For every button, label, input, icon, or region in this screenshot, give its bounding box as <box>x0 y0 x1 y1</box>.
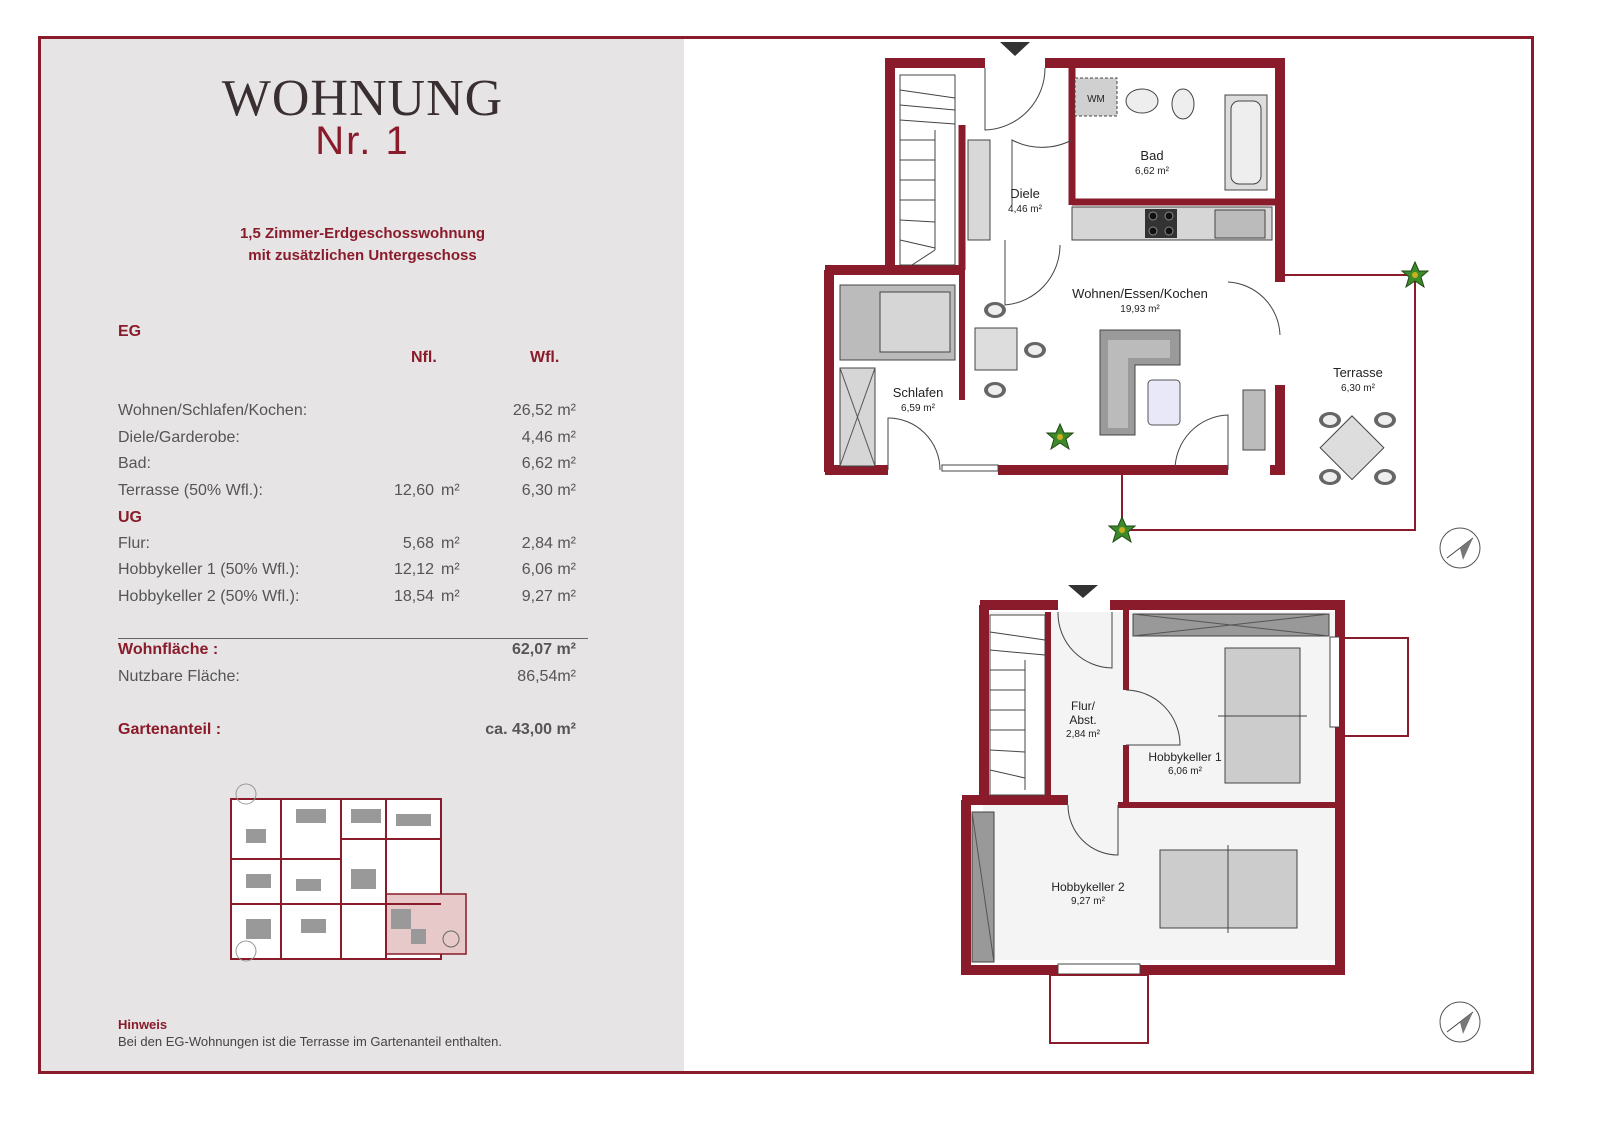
terrace-border <box>1121 274 1416 531</box>
entrance-arrow-eg <box>1000 42 1030 56</box>
wardrobe <box>967 139 991 241</box>
room-wohnen-area: 19,93 m² <box>1120 304 1160 315</box>
room-hk1: Hobbykeller 1 <box>1148 750 1222 764</box>
entrance-door <box>984 67 1046 131</box>
divider <box>118 638 588 639</box>
row-wfl: 4,46 m² <box>521 429 576 446</box>
kitchen-sink <box>1214 209 1266 239</box>
row-label: Terrasse (50% Wfl.): <box>118 482 263 499</box>
room-flur: Flur/ <box>1071 699 1096 713</box>
terrace-door <box>1227 281 1281 336</box>
coffee-table <box>1147 379 1181 426</box>
light-well <box>1049 974 1149 1044</box>
row-nfl-unit: m² <box>441 561 460 578</box>
dining-table <box>974 327 1018 371</box>
room-terrasse: Terrasse <box>1333 365 1383 380</box>
hinweis-text: Bei den EG-Wohnungen ist die Terrasse im… <box>118 1034 502 1049</box>
staircase-eg <box>899 74 956 266</box>
row-label: Flur: <box>118 535 150 552</box>
row-wfl: 6,30 m² <box>521 482 576 499</box>
north-compass-icon <box>1439 1001 1481 1043</box>
row-nfl: 18,54 <box>393 588 434 605</box>
toilet <box>1171 88 1195 120</box>
row-label: Hobbykeller 1 (50% Wfl.): <box>118 561 300 578</box>
page-title: WOHNUNG <box>221 70 504 127</box>
entrance-arrow-ug <box>1068 585 1098 598</box>
eg-label: EG <box>118 323 142 340</box>
room-hk1-area: 6,06 m² <box>1168 766 1203 777</box>
nutzbar-value: 86,54m² <box>517 668 576 685</box>
row-nfl: 12,60 <box>393 482 434 499</box>
room-bad-area: 6,62 m² <box>1135 166 1170 177</box>
row-wfl: 2,84 m² <box>521 535 576 552</box>
window <box>1057 963 1141 975</box>
chair <box>1024 342 1046 358</box>
wohnflaeche-label: Wohnfläche : <box>118 641 219 658</box>
nutzbar-label: Nutzbare Fläche: <box>118 668 240 685</box>
wohnflaeche-value: 62,07 m² <box>511 641 576 658</box>
wm-label: WM <box>1087 94 1105 105</box>
window <box>1329 636 1341 728</box>
row-nfl: 5,68 <box>402 535 434 552</box>
room-schlafen: Schlafen <box>893 385 944 400</box>
chair <box>984 302 1006 318</box>
row-label: Hobbykeller 2 (50% Wfl.): <box>118 588 300 605</box>
row-wfl: 26,52 m² <box>512 402 576 419</box>
row-label: Bad: <box>118 455 151 472</box>
garten-label: Gartenanteil : <box>118 721 222 738</box>
washing-machine <box>1074 77 1118 117</box>
row-wfl: 6,62 m² <box>521 455 576 472</box>
row-nfl-unit: m² <box>441 535 460 552</box>
room-diele-area: 4,46 m² <box>1008 204 1043 215</box>
row-label: Wohnen/Schlafen/Kochen: <box>118 402 308 419</box>
room-flur-area: 2,84 m² <box>1066 729 1101 740</box>
row-label: Diele/Garderobe: <box>118 429 240 446</box>
garden-door <box>1174 414 1229 471</box>
bedroom-door <box>887 417 941 471</box>
row-wfl: 9,27 m² <box>521 588 576 605</box>
hk1-door <box>1125 689 1181 746</box>
eg-floorplan: WM <box>824 42 1481 569</box>
room-diele: Diele <box>1010 186 1040 201</box>
row-wfl: 6,06 m² <box>521 561 576 578</box>
ug-label: UG <box>118 509 142 526</box>
description-line-2: mit zusätzlichen Untergeschoss <box>248 247 477 264</box>
apartment-number: Nr. 1 <box>315 119 410 163</box>
room-flur-2: Abst. <box>1069 713 1096 727</box>
site-overview-plan <box>230 783 467 962</box>
row-nfl-unit: m² <box>441 588 460 605</box>
room-hk2: Hobbykeller 2 <box>1051 880 1125 894</box>
page-frame <box>38 36 1534 1074</box>
chair <box>984 382 1006 398</box>
staircase-ug <box>989 614 1046 796</box>
info-panel: WOHNUNG Nr. 1 1,5 Zimmer-Erdgeschosswohn… <box>41 39 684 1071</box>
hinweis-title: Hinweis <box>118 1017 168 1032</box>
room-terrasse-area: 6,30 m² <box>1341 383 1376 394</box>
room-wohnen: Wohnen/Essen/Kochen <box>1072 286 1208 301</box>
terrace-table <box>1319 412 1396 485</box>
north-compass-icon <box>1439 527 1481 569</box>
hk2-door <box>1067 804 1119 856</box>
ug-floorplan: Flur/ Abst. 2,84 m² Hobbykeller 1 6,06 m… <box>961 585 1481 1044</box>
bath-door <box>1011 139 1073 205</box>
plant-icon <box>1108 516 1136 543</box>
living-door <box>1004 240 1061 306</box>
garten-value: ca. 43,00 m² <box>485 721 576 738</box>
window <box>941 464 999 472</box>
flur-door <box>1057 611 1113 669</box>
row-nfl: 12,12 <box>393 561 434 578</box>
description-line-1: 1,5 Zimmer-Erdgeschosswohnung <box>239 225 486 242</box>
room-schlafen-area: 6,59 m² <box>901 403 936 414</box>
light-well <box>1339 637 1409 737</box>
room-hk2-area: 9,27 m² <box>1071 896 1106 907</box>
sideboard <box>1242 389 1266 451</box>
sofa <box>1099 329 1181 436</box>
col-nfl: Nfl. <box>411 349 437 366</box>
room-bad: Bad <box>1140 148 1163 163</box>
sink <box>1125 88 1159 114</box>
row-nfl-unit: m² <box>441 482 460 499</box>
col-wfl: Wfl. <box>530 349 560 366</box>
